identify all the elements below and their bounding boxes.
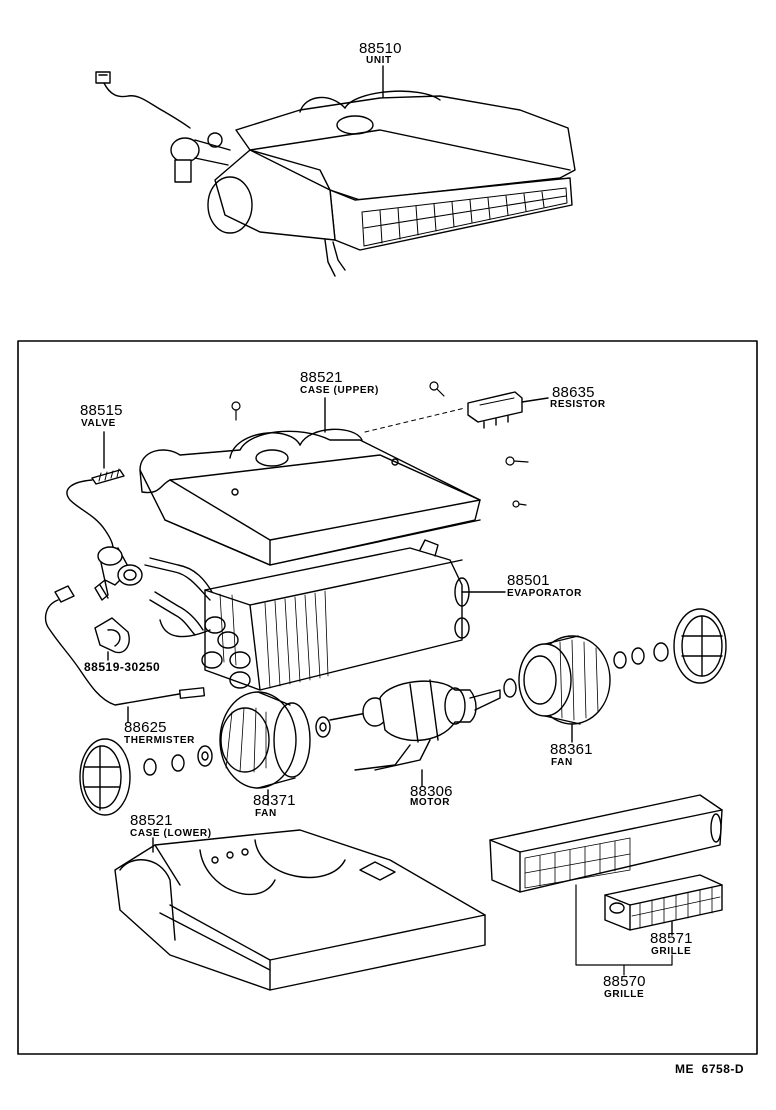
round-grille-left-drawing bbox=[79, 738, 131, 816]
fan-right-drawing bbox=[518, 635, 611, 743]
unit-name: UNIT bbox=[366, 55, 392, 66]
case-lower-drawing bbox=[114, 829, 486, 991]
motor-number: 88306 bbox=[410, 783, 453, 800]
round-grille-right-drawing bbox=[673, 608, 727, 684]
valve-name: VALVE bbox=[81, 418, 116, 429]
motor-drawing bbox=[329, 679, 501, 787]
clamp-number: 88519-30250 bbox=[84, 660, 161, 674]
thermister-number: 88625 bbox=[124, 719, 167, 736]
grille-number: 88570 bbox=[603, 973, 646, 990]
thermister-drawing bbox=[44, 585, 206, 723]
fan-right-name: FAN bbox=[551, 757, 573, 768]
resistor-drawing bbox=[467, 391, 549, 429]
resistor-name: RESISTOR bbox=[550, 399, 606, 410]
grille-small-number: 88571 bbox=[650, 930, 693, 947]
case-upper-drawing bbox=[139, 397, 481, 566]
grille-long-drawing bbox=[489, 794, 723, 893]
fan-left-drawing bbox=[219, 691, 311, 806]
unit-assembly-drawing bbox=[95, 65, 576, 277]
case-upper-number: 88521 bbox=[300, 369, 343, 386]
grille-small-drawing bbox=[604, 874, 723, 936]
drawing-code: ME 6758-D bbox=[675, 1062, 745, 1076]
washers-left-drawing bbox=[143, 716, 331, 776]
screws-drawing bbox=[231, 381, 529, 508]
valve-drawing bbox=[66, 431, 143, 601]
resistor-number: 88635 bbox=[552, 384, 595, 401]
unit-number: 88510 bbox=[359, 40, 402, 57]
case-upper-name: CASE (UPPER) bbox=[300, 385, 379, 396]
clamp-drawing bbox=[94, 617, 130, 661]
motor-name: MOTOR bbox=[410, 797, 451, 808]
valve-number: 88515 bbox=[80, 402, 123, 419]
evaporator-number: 88501 bbox=[507, 572, 550, 589]
thermister-name: THERMISTER bbox=[124, 735, 195, 746]
evaporator-drawing bbox=[144, 539, 506, 691]
exploded-view-frame bbox=[17, 340, 758, 1055]
grille-small-name: GRILLE bbox=[651, 946, 692, 957]
evaporator-name: EVAPORATOR bbox=[507, 588, 582, 599]
grille-name: GRILLE bbox=[604, 989, 645, 1000]
case-lower-number: 88521 bbox=[130, 812, 173, 829]
case-lower-name: CASE (LOWER) bbox=[130, 828, 212, 839]
fan-left-number: 88371 bbox=[253, 792, 296, 809]
fan-right-number: 88361 bbox=[550, 741, 593, 758]
fan-left-name: FAN bbox=[255, 808, 277, 819]
washers-right-drawing bbox=[503, 642, 669, 698]
